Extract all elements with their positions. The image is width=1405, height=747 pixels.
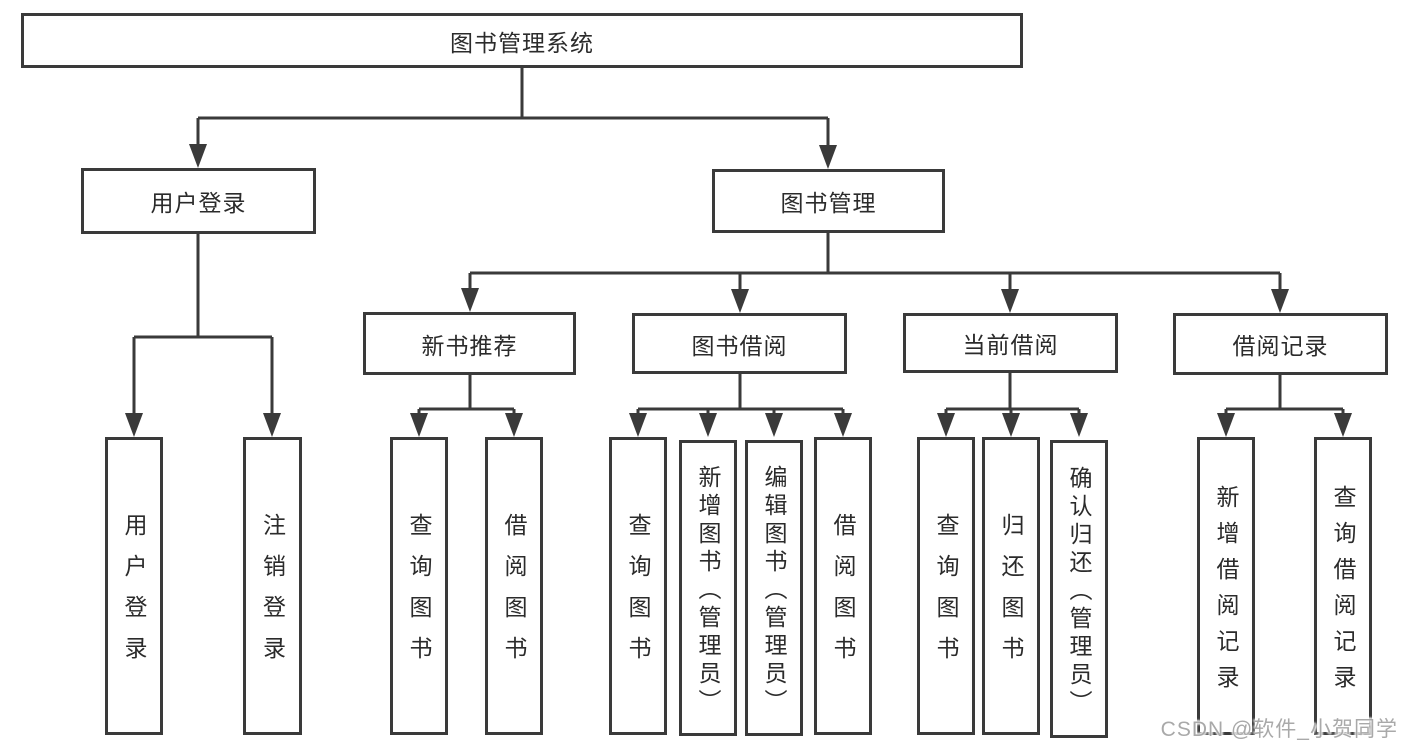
leaf-user-login-label: 用户登录 bbox=[121, 513, 147, 677]
node-user-login: 用户登录 bbox=[81, 168, 316, 234]
node-current-borrowing: 当前借阅 bbox=[903, 313, 1118, 373]
leaf-borrowing-borrow-books: 借阅图书 bbox=[814, 437, 872, 735]
leaf-recommend-borrow-books: 借阅图书 bbox=[485, 437, 543, 735]
leaf-query-borrow-record: 查询借阅记录 bbox=[1314, 437, 1372, 735]
leaf-query-borrow-record-label: 查询借阅记录 bbox=[1330, 484, 1356, 701]
node-borrow-records-label: 借阅记录 bbox=[1232, 333, 1329, 359]
node-library-system: 图书管理系统 bbox=[21, 13, 1023, 68]
leaf-recommend-query-books-label: 查询图书 bbox=[406, 513, 432, 677]
leaf-borrowing-query-books: 查询图书 bbox=[609, 437, 667, 735]
leaf-borrowing-borrow-books-label: 借阅图书 bbox=[830, 513, 856, 677]
leaf-add-borrow-record: 新增借阅记录 bbox=[1197, 437, 1255, 735]
leaf-recommend-query-books: 查询图书 bbox=[390, 437, 448, 735]
leaf-edit-books-admin: 编辑图书（管理员） bbox=[745, 440, 803, 736]
node-book-borrowing-label: 图书借阅 bbox=[691, 332, 788, 359]
leaf-add-borrow-record-label: 新增借阅记录 bbox=[1213, 484, 1239, 701]
node-new-book-recommend-label: 新书推荐 bbox=[421, 332, 518, 359]
leaf-edit-books-admin-label: 编辑图书（管理员） bbox=[761, 464, 787, 717]
node-library-system-label: 图书管理系统 bbox=[450, 29, 594, 56]
leaf-add-books-admin-label: 新增图书（管理员） bbox=[695, 464, 721, 717]
leaf-user-login: 用户登录 bbox=[105, 437, 163, 735]
node-new-book-recommend: 新书推荐 bbox=[363, 312, 576, 375]
leaf-logout-label: 注销登录 bbox=[259, 513, 286, 677]
leaf-current-query-books: 查询图书 bbox=[917, 437, 975, 735]
leaf-return-books: 归还图书 bbox=[982, 437, 1040, 735]
leaf-recommend-borrow-books-label: 借阅图书 bbox=[501, 513, 527, 677]
leaf-return-books-label: 归还图书 bbox=[998, 513, 1024, 677]
leaf-current-query-books-label: 查询图书 bbox=[933, 513, 959, 677]
node-book-management-label: 图书管理 bbox=[780, 190, 877, 216]
csdn-watermark: CSDN @软件_小贺同学 bbox=[1160, 718, 1398, 741]
leaf-add-books-admin: 新增图书（管理员） bbox=[679, 440, 737, 736]
leaf-logout: 注销登录 bbox=[243, 437, 302, 735]
leaf-confirm-return-admin-label: 确认归还（管理员） bbox=[1066, 465, 1092, 718]
node-current-borrowing-label: 当前借阅 bbox=[962, 332, 1059, 358]
leaf-confirm-return-admin: 确认归还（管理员） bbox=[1050, 440, 1108, 738]
node-book-borrowing: 图书借阅 bbox=[632, 313, 847, 374]
node-book-management: 图书管理 bbox=[712, 169, 945, 233]
node-user-login-label: 用户登录 bbox=[150, 190, 247, 216]
node-borrow-records: 借阅记录 bbox=[1173, 313, 1388, 375]
leaf-borrowing-query-books-label: 查询图书 bbox=[625, 513, 651, 677]
